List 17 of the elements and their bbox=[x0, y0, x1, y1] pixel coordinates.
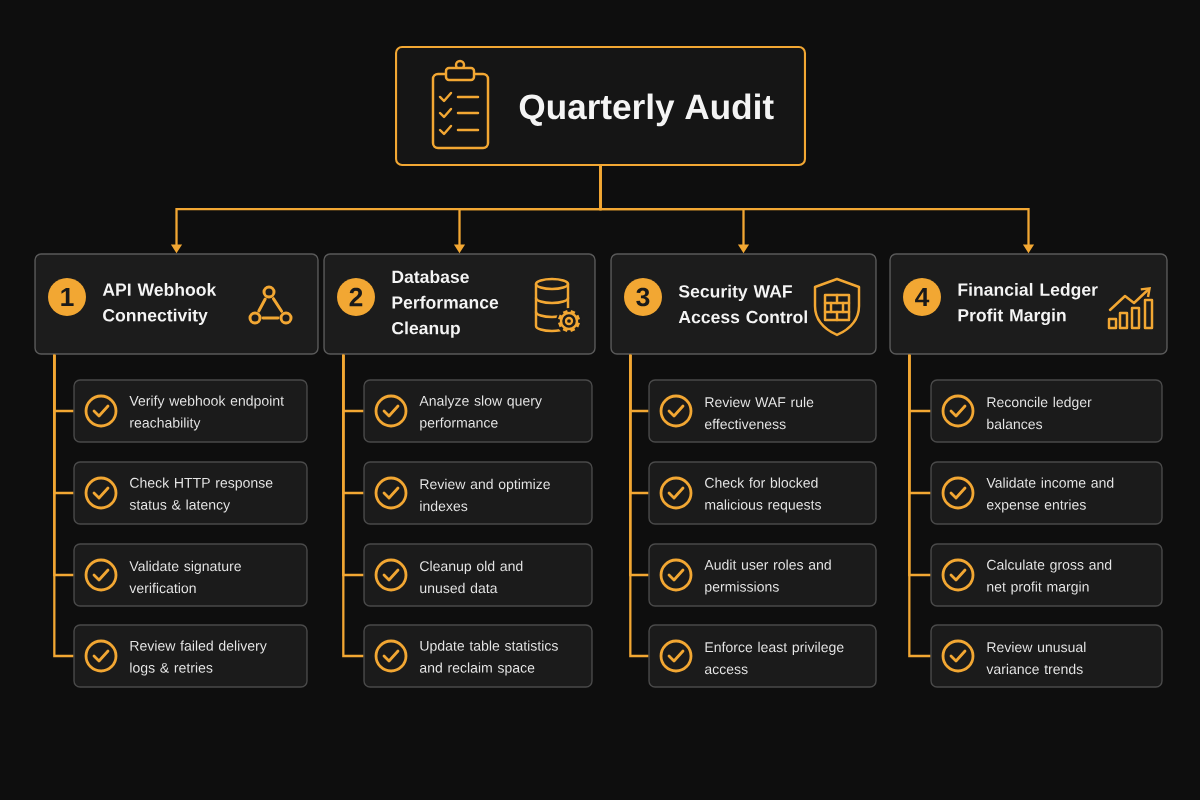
title-box: Quarterly Audit bbox=[395, 45, 807, 167]
task-box: Review and optimize indexes bbox=[363, 461, 593, 525]
task-box: Check HTTP response status & latency bbox=[73, 461, 308, 525]
task-box: Validate income and expense entries bbox=[930, 461, 1163, 525]
task-box: Cleanup old and unused data bbox=[363, 543, 593, 607]
task-box: Analyze slow query performance bbox=[363, 379, 593, 443]
task-box: Reconcile ledger balances bbox=[930, 379, 1163, 443]
task-box: Review unusual variance trends bbox=[930, 624, 1163, 688]
task-box: Review WAF rule effectiveness bbox=[648, 379, 877, 443]
task-box: Audit user roles and permissions bbox=[648, 543, 877, 607]
task-box: Verify webhook endpoint reachability bbox=[73, 379, 308, 443]
task-box: Check for blocked malicious requests bbox=[648, 461, 877, 525]
task-box: Review failed delivery logs & retries bbox=[73, 624, 308, 688]
task-box: Update table statistics and reclaim space bbox=[363, 624, 593, 688]
task-box: Validate signature verification bbox=[73, 543, 308, 607]
task-box: Enforce least privilege access bbox=[648, 624, 877, 688]
task-box: Calculate gross and net profit margin bbox=[930, 543, 1163, 607]
